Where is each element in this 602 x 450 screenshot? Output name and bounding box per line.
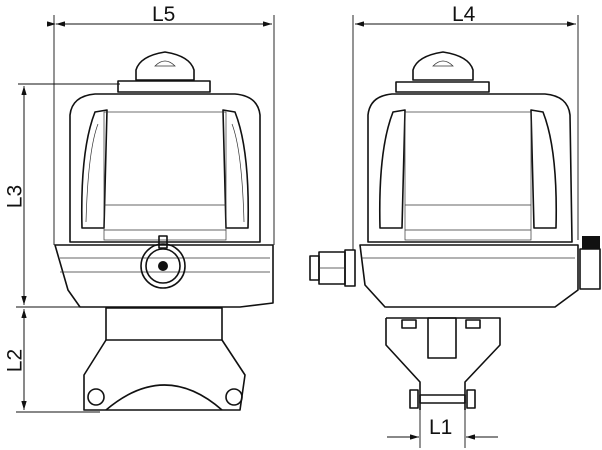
mounting-stem [105, 307, 223, 341]
dimension-label-l3: L3 [3, 184, 27, 209]
side-view [309, 51, 601, 410]
housing-cover [69, 93, 261, 243]
dimension-label-l2: L2 [3, 348, 27, 373]
side-connector [579, 236, 601, 290]
housing-base [54, 244, 274, 308]
mounting-bracket [83, 339, 246, 411]
dimension-label-l5: L5 [152, 3, 176, 26]
cable-gland [309, 249, 356, 287]
indicator-dome [117, 51, 211, 93]
front-view [54, 51, 274, 411]
dimension-label-l1: L1 [429, 416, 453, 439]
manual-override-knob [140, 235, 186, 289]
dimension-label-l4: L4 [452, 3, 476, 26]
dimension-lines [16, 15, 579, 448]
side-bracket [385, 317, 501, 410]
